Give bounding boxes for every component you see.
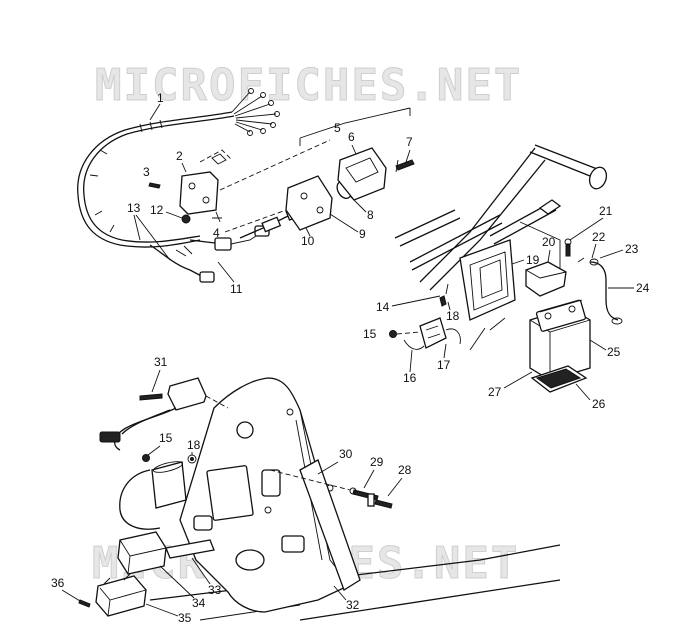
callout-18-left: 18 [187, 438, 201, 452]
callout-14: 14 [376, 300, 390, 314]
callout-26: 26 [592, 397, 606, 411]
callout-8: 8 [367, 208, 374, 222]
callout-36: 36 [51, 576, 65, 590]
callout-34: 34 [192, 596, 206, 610]
callout-33: 33 [208, 583, 222, 597]
callout-29: 29 [370, 455, 384, 469]
callout-5: 5 [334, 121, 341, 135]
callouts-harness: 1 2 3 12 4 13 11 5 6 7 8 9 10 [127, 91, 413, 296]
callout-11: 11 [230, 282, 243, 296]
callout-4: 4 [213, 226, 220, 240]
callout-22: 22 [592, 230, 606, 244]
callout-21: 21 [599, 204, 613, 218]
callout-35: 35 [178, 611, 192, 625]
battery-frame-group [389, 144, 623, 393]
callout-20: 20 [542, 235, 556, 249]
callout-28: 28 [398, 463, 412, 477]
callout-6: 6 [348, 130, 355, 144]
callout-3: 3 [143, 165, 150, 179]
callout-32: 32 [346, 598, 360, 612]
callout-31: 31 [154, 355, 168, 369]
callout-19: 19 [526, 253, 540, 267]
callout-23: 23 [625, 242, 639, 256]
callout-9: 9 [359, 227, 366, 241]
callout-2: 2 [176, 149, 183, 163]
callout-1: 1 [157, 91, 164, 105]
callout-13: 13 [127, 201, 141, 215]
callout-24: 24 [636, 281, 650, 295]
callout-27: 27 [488, 385, 502, 399]
callout-10: 10 [301, 234, 315, 248]
wiring-harness-group [77, 88, 415, 283]
callout-18-right: 18 [446, 309, 460, 323]
callouts-panel: 31 15 18 30 29 28 33 34 35 36 32 [51, 355, 412, 625]
callout-15-right: 15 [363, 327, 377, 341]
callout-25: 25 [607, 345, 621, 359]
callout-7: 7 [406, 135, 413, 149]
callout-17: 17 [437, 358, 451, 372]
watermark-top: MICROFICHES.NET [95, 60, 522, 111]
callout-12: 12 [150, 203, 164, 217]
callout-30: 30 [339, 447, 353, 461]
callout-16: 16 [403, 371, 417, 385]
callouts-battery: 21 20 22 23 24 19 14 18 15 16 17 25 27 2… [363, 204, 650, 411]
callout-15-left: 15 [159, 431, 173, 445]
panel-cdi-group [78, 377, 561, 621]
